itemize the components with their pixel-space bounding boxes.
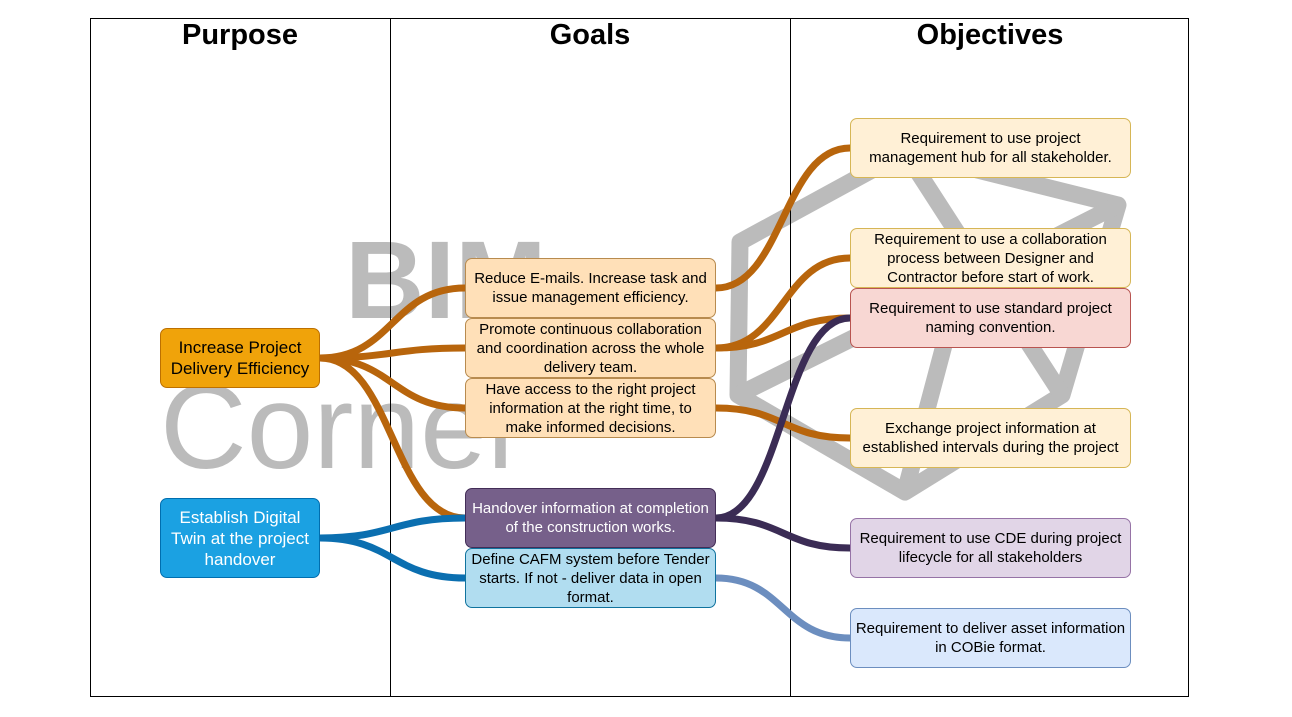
column-divider-1: [390, 18, 391, 697]
goal-node-cafm-system[interactable]: Define CAFM system before Tender starts.…: [465, 548, 716, 608]
objective-node-collaboration-process[interactable]: Requirement to use a collaboration proce…: [850, 228, 1131, 288]
connector-g4-o3: [712, 314, 854, 522]
goal-node-reduce-emails[interactable]: Reduce E-mails. Increase task and issue …: [465, 258, 716, 318]
connector-p1-g4: [316, 354, 469, 522]
goal-node-collaboration[interactable]: Promote continuous collaboration and coo…: [465, 318, 716, 378]
objective-node-cde-usage[interactable]: Requirement to use CDE during project li…: [850, 518, 1131, 578]
goal-node-handover-information[interactable]: Handover information at completion of th…: [465, 488, 716, 548]
connector-g2-o3: [712, 314, 854, 352]
objective-node-naming-convention[interactable]: Requirement to use standard project nami…: [850, 288, 1131, 348]
purpose-node-digital-twin[interactable]: Establish Digital Twin at the project ha…: [160, 498, 320, 578]
column-title-goals: Goals: [549, 19, 631, 51]
column-title-purpose: Purpose: [181, 19, 299, 51]
objective-node-information-exchange[interactable]: Exchange project information at establis…: [850, 408, 1131, 468]
connector-g1-o1: [712, 144, 854, 292]
column-divider-2: [790, 18, 791, 697]
purpose-node-delivery-efficiency[interactable]: Increase Project Delivery Efficiency: [160, 328, 320, 388]
diagram-frame: [90, 18, 1189, 697]
objective-node-cobie-format[interactable]: Requirement to deliver asset information…: [850, 608, 1131, 668]
connector-g4-o5: [712, 514, 854, 552]
connector-g5-o6: [712, 574, 854, 642]
objective-node-management-hub[interactable]: Requirement to use project management hu…: [850, 118, 1131, 178]
goal-node-information-access[interactable]: Have access to the right project informa…: [465, 378, 716, 438]
connector-p2-g5: [316, 534, 469, 582]
connector-p1-g3: [316, 354, 469, 412]
column-title-objectives: Objectives: [916, 19, 1064, 51]
connector-p2-g4: [316, 514, 469, 542]
